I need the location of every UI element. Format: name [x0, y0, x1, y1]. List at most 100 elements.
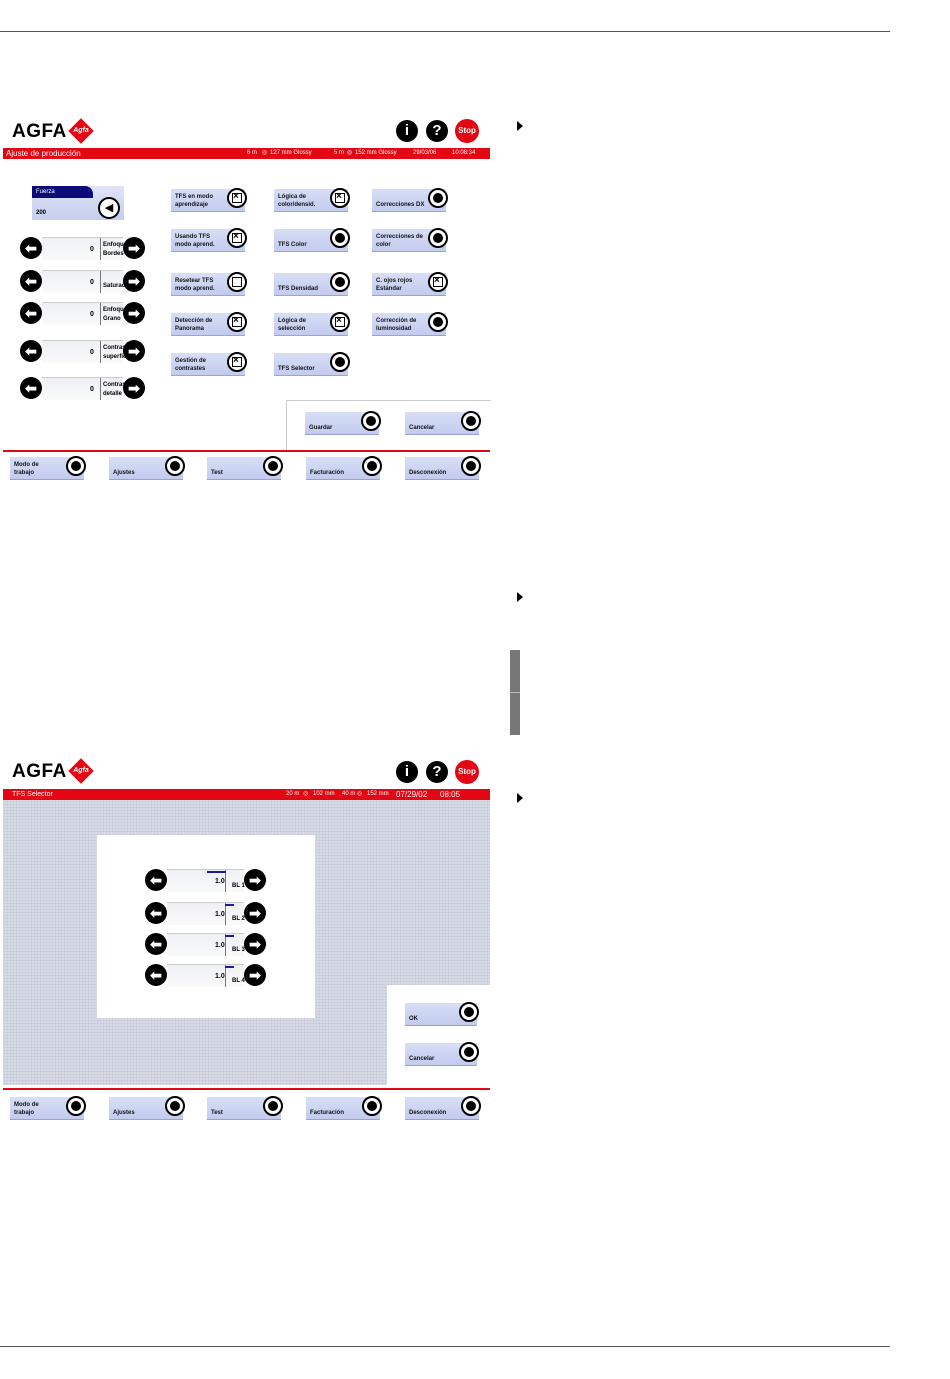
- radio-icon[interactable]: [165, 456, 185, 476]
- radio-icon: [361, 411, 381, 431]
- radio-icon[interactable]: [428, 312, 448, 332]
- radio-icon[interactable]: [428, 228, 448, 248]
- decrease-arrow-icon[interactable]: ⬅: [145, 933, 167, 955]
- nav-label: Desconexión: [409, 1110, 447, 1116]
- title-bar: TFS Selector 20 m ◎ 102 mm 40 m ◎ 152 mm…: [3, 789, 490, 800]
- nav-button[interactable]: Facturación: [306, 1096, 382, 1120]
- option-button[interactable]: Resetear TFS modo aprend.: [171, 272, 247, 296]
- nav-button[interactable]: Ajustes: [109, 456, 185, 480]
- radio-icon[interactable]: [165, 1096, 185, 1116]
- decrease-arrow-icon[interactable]: ⬅: [20, 340, 42, 362]
- stop-button[interactable]: Stop: [455, 119, 479, 143]
- checkbox-checked-icon[interactable]: ×: [227, 352, 247, 372]
- cancelar-button[interactable]: Cancelar: [405, 411, 481, 435]
- radio-icon[interactable]: [362, 1096, 382, 1116]
- option-button[interactable]: Detección de Panorama×: [171, 312, 247, 336]
- slider-label: Enfoque - Grano: [103, 307, 131, 322]
- option-button[interactable]: TFS Densidad: [274, 272, 350, 296]
- checkbox-checked-icon[interactable]: ×: [330, 188, 350, 208]
- nav-button[interactable]: Modo de trabajo: [10, 456, 86, 480]
- checkbox-empty-icon[interactable]: [227, 272, 247, 292]
- help-icon[interactable]: ?: [426, 120, 448, 142]
- radio-icon[interactable]: [263, 1096, 283, 1116]
- nav-button[interactable]: Facturación: [306, 456, 382, 480]
- fuerza-left-button[interactable]: ◀: [98, 197, 120, 219]
- nav-button[interactable]: Desconexión: [405, 456, 481, 480]
- nav-button[interactable]: Test: [207, 456, 283, 480]
- increase-arrow-icon[interactable]: ➡: [244, 964, 266, 986]
- increase-arrow-icon[interactable]: ➡: [123, 302, 145, 324]
- nav-label: Test: [211, 1110, 223, 1116]
- radio-icon[interactable]: [330, 228, 350, 248]
- decrease-arrow-icon[interactable]: ⬅: [20, 237, 42, 259]
- slider-value: 0: [90, 386, 94, 393]
- radio-icon[interactable]: [362, 456, 382, 476]
- option-button[interactable]: Correcciones DX: [372, 188, 448, 212]
- radio-icon[interactable]: [461, 1096, 481, 1116]
- option-label: Correcciones DX: [376, 202, 425, 208]
- checkbox-checked-icon[interactable]: ×: [330, 312, 350, 332]
- help-icon[interactable]: ?: [426, 761, 448, 783]
- option-button[interactable]: Corrección de luminosidad: [372, 312, 448, 336]
- info-icon[interactable]: i: [396, 761, 418, 783]
- option-button[interactable]: TFS en modo aprendizaje×: [171, 188, 247, 212]
- action-panel: [286, 400, 491, 451]
- radio-icon[interactable]: [263, 456, 283, 476]
- radio-icon[interactable]: [330, 352, 350, 372]
- decrease-arrow-icon[interactable]: ⬅: [20, 302, 42, 324]
- radio-icon[interactable]: [66, 456, 86, 476]
- radio-icon[interactable]: [66, 1096, 86, 1116]
- increase-arrow-icon[interactable]: ➡: [123, 237, 145, 259]
- nav-button[interactable]: Modo de trabajo: [10, 1096, 86, 1120]
- increase-arrow-icon[interactable]: ➡: [244, 869, 266, 891]
- option-button[interactable]: TFS Color: [274, 228, 350, 252]
- ok-button[interactable]: OK: [405, 1002, 479, 1026]
- guardar-button[interactable]: Guardar: [305, 411, 381, 435]
- option-button[interactable]: Usando TFS modo aprend.×: [171, 228, 247, 252]
- checkbox-checked-icon[interactable]: ×: [227, 312, 247, 332]
- increase-arrow-icon[interactable]: ➡: [123, 340, 145, 362]
- increase-arrow-icon[interactable]: ➡: [123, 377, 145, 399]
- checkbox-checked-icon[interactable]: ×: [428, 272, 448, 292]
- checkbox-checked-icon[interactable]: ×: [227, 188, 247, 208]
- decrease-arrow-icon[interactable]: ⬅: [145, 964, 167, 986]
- option-button[interactable]: Correcciones de color: [372, 228, 448, 252]
- option-button[interactable]: Lógica de color/densid.×: [274, 188, 350, 212]
- increase-arrow-icon[interactable]: ➡: [123, 270, 145, 292]
- cancelar-button[interactable]: Cancelar: [405, 1042, 479, 1066]
- option-label: Resetear TFS modo aprend.: [175, 278, 215, 292]
- checkbox-checked-icon[interactable]: ×: [227, 228, 247, 248]
- radio-icon[interactable]: [330, 272, 350, 292]
- slider-indicator: [225, 935, 234, 937]
- radio-icon[interactable]: [428, 188, 448, 208]
- slider-value: 1.0: [215, 878, 225, 885]
- decrease-arrow-icon[interactable]: ⬅: [20, 377, 42, 399]
- stop-button[interactable]: Stop: [455, 760, 479, 784]
- nav-button[interactable]: Test: [207, 1096, 283, 1120]
- option-button[interactable]: Gestión de contrastes×: [171, 352, 247, 376]
- decrease-arrow-icon[interactable]: ⬅: [20, 270, 42, 292]
- decrease-arrow-icon[interactable]: ⬅: [145, 902, 167, 924]
- increase-arrow-icon[interactable]: ➡: [244, 902, 266, 924]
- fuerza-control[interactable]: Fuerza 200 ◀: [32, 186, 124, 220]
- option-button[interactable]: Lógica de selección×: [274, 312, 350, 336]
- nav-button[interactable]: Ajustes: [109, 1096, 185, 1120]
- increase-arrow-icon[interactable]: ➡: [244, 933, 266, 955]
- nav-button[interactable]: Desconexión: [405, 1096, 481, 1120]
- radio-icon[interactable]: [461, 456, 481, 476]
- bottom-rule: [0, 1346, 890, 1347]
- option-button[interactable]: C. ojos rojos Estándar ×: [372, 272, 448, 296]
- decrease-arrow-icon[interactable]: ⬅: [145, 869, 167, 891]
- option-button[interactable]: TFS Selector: [274, 352, 350, 376]
- option-label: C. ojos rojos Estándar: [376, 278, 413, 292]
- info-icon[interactable]: i: [396, 120, 418, 142]
